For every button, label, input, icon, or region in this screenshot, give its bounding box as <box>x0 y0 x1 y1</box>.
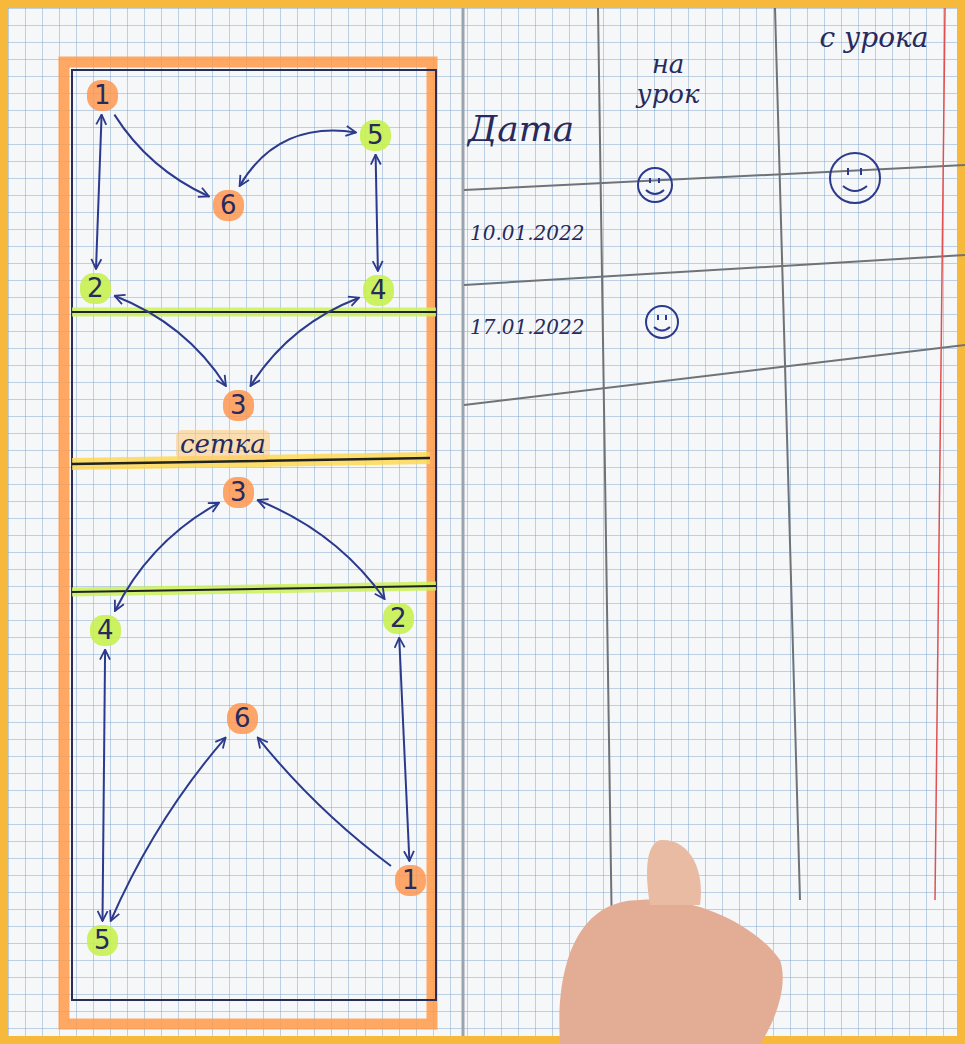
player-position: 5 <box>87 925 118 956</box>
table-cell: 17.01.2022 <box>470 316 585 339</box>
attack-line-highlight <box>72 308 436 317</box>
table-header: Дата <box>468 108 574 149</box>
position-number: 1 <box>402 866 419 895</box>
position-number: 5 <box>94 926 111 955</box>
movement-arrow <box>111 738 226 921</box>
table-line <box>464 165 965 190</box>
position-number: 5 <box>367 121 384 150</box>
table-line <box>598 8 612 940</box>
smiley <box>830 153 880 203</box>
smiley <box>638 168 672 202</box>
hand <box>559 900 782 1044</box>
player-position: 2 <box>80 273 111 304</box>
position-number: 2 <box>87 274 104 303</box>
movement-arrow <box>115 503 219 611</box>
court-outline <box>72 70 436 1000</box>
movement-arrow <box>376 155 378 271</box>
player-position: 2 <box>383 603 414 634</box>
position-number: 6 <box>220 191 237 220</box>
grid-paper <box>8 8 957 1036</box>
position-number: 4 <box>370 276 387 305</box>
position-number: 2 <box>390 604 407 633</box>
net-label: сетка <box>176 430 270 460</box>
table-header: с урока <box>815 22 933 54</box>
table-line <box>464 345 965 405</box>
table-header: на урок <box>622 50 714 110</box>
movement-arrow <box>103 650 106 921</box>
player-position: 4 <box>363 275 394 306</box>
player-position: 4 <box>90 615 121 646</box>
position-number: 4 <box>97 616 114 645</box>
smiley <box>646 306 678 338</box>
table-line <box>464 255 965 285</box>
position-number: 1 <box>94 81 111 110</box>
player-position: 1 <box>87 80 118 111</box>
player-position: 3 <box>223 390 254 421</box>
movement-arrow <box>258 500 385 599</box>
player-position: 1 <box>395 865 426 896</box>
margin-line <box>935 8 945 900</box>
court-highlight <box>64 62 432 1024</box>
movement-arrow <box>96 115 102 269</box>
position-number: 3 <box>230 478 247 507</box>
position-number: 6 <box>234 704 251 733</box>
movement-arrow <box>114 115 209 197</box>
attack-line <box>72 311 436 313</box>
player-position: 6 <box>227 703 258 734</box>
movement-arrow <box>258 738 391 866</box>
movement-arrow <box>115 296 226 386</box>
player-position: 5 <box>360 120 391 151</box>
table-line <box>775 8 800 900</box>
position-number: 3 <box>230 391 247 420</box>
page-fold <box>462 8 465 1036</box>
thumb <box>647 840 701 905</box>
table-cell: 10.01.2022 <box>470 222 585 245</box>
movement-arrow <box>399 638 409 861</box>
player-position: 3 <box>223 477 254 508</box>
player-position: 6 <box>213 190 244 221</box>
movement-arrow <box>240 131 356 186</box>
movement-arrow <box>251 298 360 386</box>
